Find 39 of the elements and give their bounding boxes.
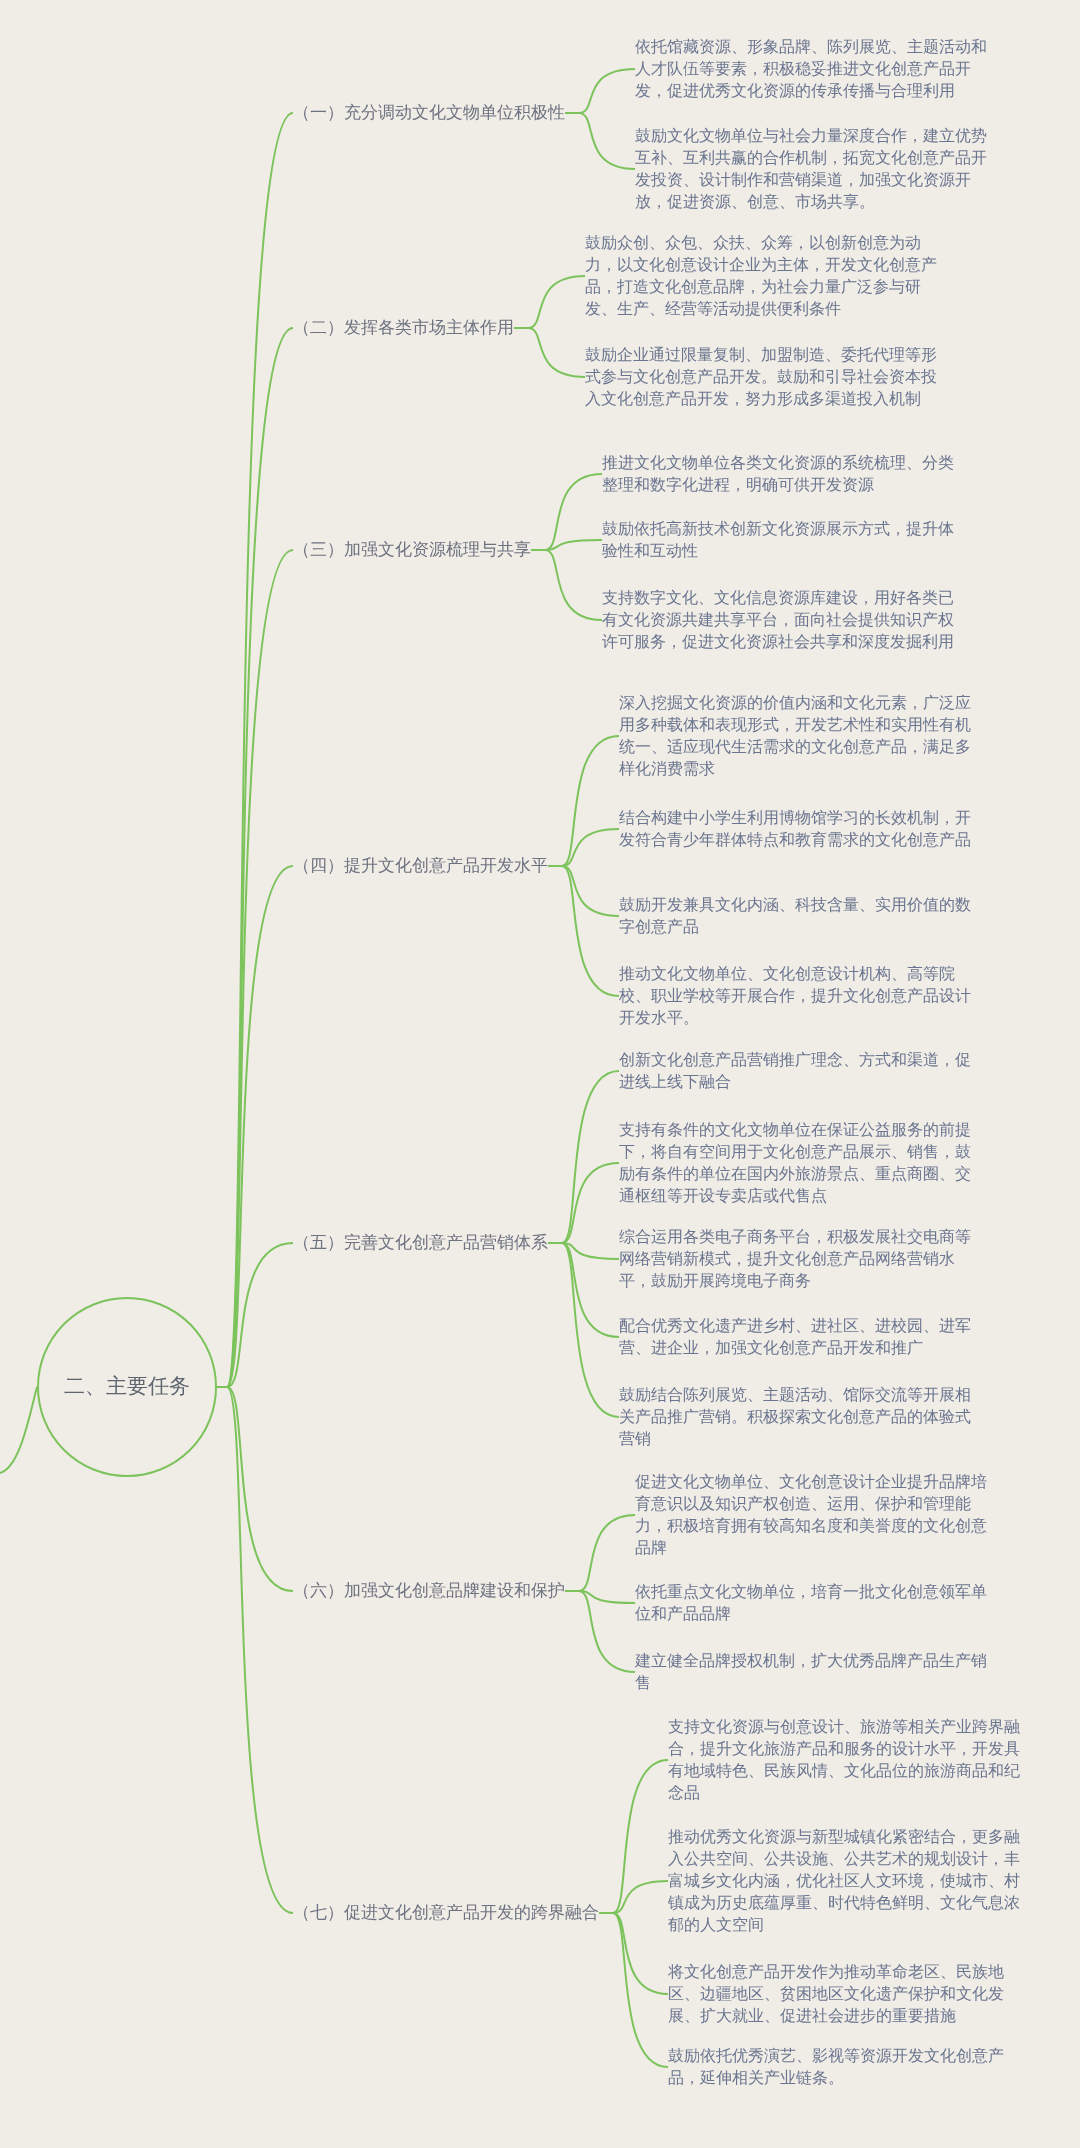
leaf-text: 依托重点文化文物单位，培育一批文化创意领军单位和产品品牌 [635, 1581, 997, 1625]
leaf-text: 鼓励结合陈列展览、主题活动、馆际交流等开展相关产品推广营销。积极探索文化创意产品的体验式营销 [619, 1384, 981, 1450]
leaf-text: 将文化创意产品开发作为推动革命老区、民族地区、边疆地区、贫困地区文化遗产保护和文化发展、扩大就业、促进社会进步的重要措施 [668, 1961, 1030, 2027]
branch-line [598, 1912, 669, 2068]
leaf-text: 建立健全品牌授权机制，扩大优秀品牌产品生产销售 [635, 1650, 997, 1694]
leaf-text: 支持数字文化、文化信息资源库建设，用好各类已有文化资源共建共享平台，面向社会提供知识产权许可服务，促进文化资源社会共享和深度发掘利用 [602, 587, 964, 653]
leaf-text: 依托馆藏资源、形象品牌、陈列展览、主题活动和人才队伍等要素，积极稳妥推进文化创意产品开发，促进优秀文化资源的传承传播与合理利用 [635, 36, 997, 102]
leaf-text: 深入挖掘文化资源的价值内涵和文化元素，广泛应用多种载体和表现形式，开发艺术性和实用性有机统一、适应现代生活需求的文化创意产品，满足多样化消费需求 [619, 692, 981, 780]
leaf-text: 鼓励开发兼具文化内涵、科技含量、实用价值的数字创意产品 [619, 894, 981, 938]
branch-label: （七）促进文化创意产品开发的跨界融合 [293, 1902, 599, 1924]
branch-label: （一）充分调动文化文物单位积极性 [293, 102, 565, 124]
leaf-text: 鼓励依托优秀演艺、影视等资源开发文化创意产品，延伸相关产业链条。 [668, 2045, 1030, 2089]
branch-label: （五）完善文化创意产品营销体系 [293, 1232, 548, 1254]
leaf-text: 支持有条件的文化文物单位在保证公益服务的前提下，将自有空间用于文化创意产品展示、销售，鼓励有条件的单位在国内外旅游景点、重点商圈、交通枢纽等开设专卖店或代售点 [619, 1119, 981, 1207]
leaf-text: 推动优秀文化资源与新型城镇化紧密结合，更多融入公共空间、公共设施、公共艺术的规划设计，丰富城乡文化内涵，优化社区人文环境，使城市、村镇成为历史底蕴厚重、时代特色鲜明、文化气息浓郁的人文空间 [668, 1826, 1030, 1936]
leaf-text: 支持文化资源与创意设计、旅游等相关产业跨界融合，提升文化旅游产品和服务的设计水平，开发具有地域特色、民族风情、文化品位的旅游商品和纪念品 [668, 1716, 1030, 1804]
branch-line [564, 112, 636, 170]
leaf-text: 促进文化文物单位、文化创意设计企业提升品牌培育意识以及知识产权创造、运用、保护和管理能力，积极培育拥有较高知名度和美誉度的文化创意品牌 [635, 1471, 997, 1559]
branch-label: （六）加强文化创意品牌建设和保护 [293, 1580, 565, 1602]
leaf-text: 鼓励众创、众包、众扶、众筹，以创新创意为动力，以文化创意设计企业为主体，开发文化创意产品，打造文化创意品牌，为社会力量广泛参与研发、生产、经营等活动提供便利条件 [585, 232, 947, 320]
leaf-text: 结合构建中小学生利用博物馆学习的长效机制，开发符合青少年群体特点和教育需求的文化创意产品 [619, 807, 981, 851]
branch-line [216, 1386, 294, 1914]
leaf-text: 鼓励文化文物单位与社会力量深度合作，建立优势互补、互利共赢的合作机制，拓宽文化创意产品开发投资、设计制作和营销渠道，加强文化资源开放，促进资源、创意、市场共享。 [635, 125, 997, 213]
leaf-text: 配合优秀文化遗产进乡村、进社区、进校园、进军营、进企业，加强文化创意产品开发和推广 [619, 1315, 981, 1359]
leaf-text: 综合运用各类电子商务平台，积极发展社交电商等网络营销新模式，提升文化创意产品网络营销水平，鼓励开展跨境电子商务 [619, 1226, 981, 1292]
branch-line [564, 1590, 636, 1673]
branch-line [547, 865, 620, 997]
branch-label: （四）提升文化创意产品开发水平 [293, 855, 548, 877]
leaf-text: 创新文化创意产品营销推广理念、方式和渠道，促进线上线下融合 [619, 1049, 981, 1093]
leaf-text: 推进文化文物单位各类文化资源的系统梳理、分类整理和数字化进程，明确可供开发资源 [602, 452, 964, 496]
branch-label: （二）发挥各类市场主体作用 [293, 317, 514, 339]
branch-line [530, 549, 603, 621]
branch-line [513, 327, 586, 378]
branch-line [0, 1386, 38, 1474]
leaf-text: 推动文化文物单位、文化创意设计机构、高等院校、职业学校等开展合作，提升文化创意产品设计开发水平。 [619, 963, 981, 1029]
branch-line [547, 1242, 620, 1418]
branch-label: （三）加强文化资源梳理与共享 [293, 539, 531, 561]
leaf-text: 鼓励依托高新技术创新文化资源展示方式，提升体验性和互动性 [602, 518, 964, 562]
leaf-text: 鼓励企业通过限量复制、加盟制造、委托代理等形式参与文化创意产品开发。鼓励和引导社会资本投入文化创意产品开发，努力形成多渠道投入机制 [585, 344, 947, 410]
